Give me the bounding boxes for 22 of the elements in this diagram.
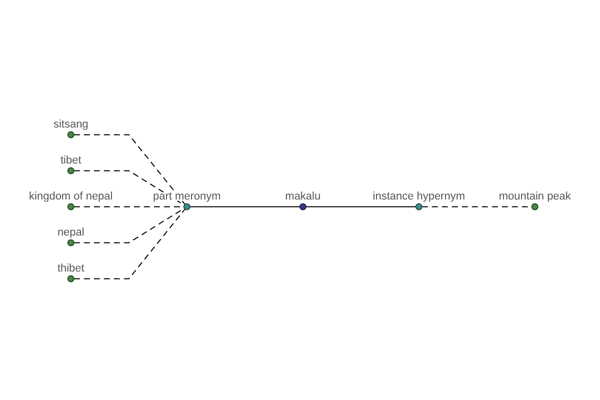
circle-node <box>67 203 74 210</box>
node-label: instance hypernym <box>372 190 465 203</box>
circle-node <box>67 131 74 138</box>
circle-node <box>531 203 538 210</box>
circle-node <box>299 203 306 210</box>
connector <box>73 208 186 280</box>
circle-node <box>183 203 190 210</box>
connector <box>189 206 300 208</box>
node-label: mountain peak <box>498 190 571 203</box>
circle-node <box>67 275 74 282</box>
node-label: part meronym <box>152 190 221 203</box>
node-label: kingdom of nepal <box>28 190 113 203</box>
node-label: thibet <box>57 262 84 275</box>
node-label: tibet <box>60 154 82 167</box>
node-label: sitsang <box>53 118 88 131</box>
connector <box>73 134 186 206</box>
connector <box>305 206 416 208</box>
circle-node <box>67 239 74 246</box>
node-label: makalu <box>285 190 321 203</box>
circle-node <box>415 203 422 210</box>
node-label: nepal <box>57 226 84 239</box>
circle-node <box>67 167 74 174</box>
